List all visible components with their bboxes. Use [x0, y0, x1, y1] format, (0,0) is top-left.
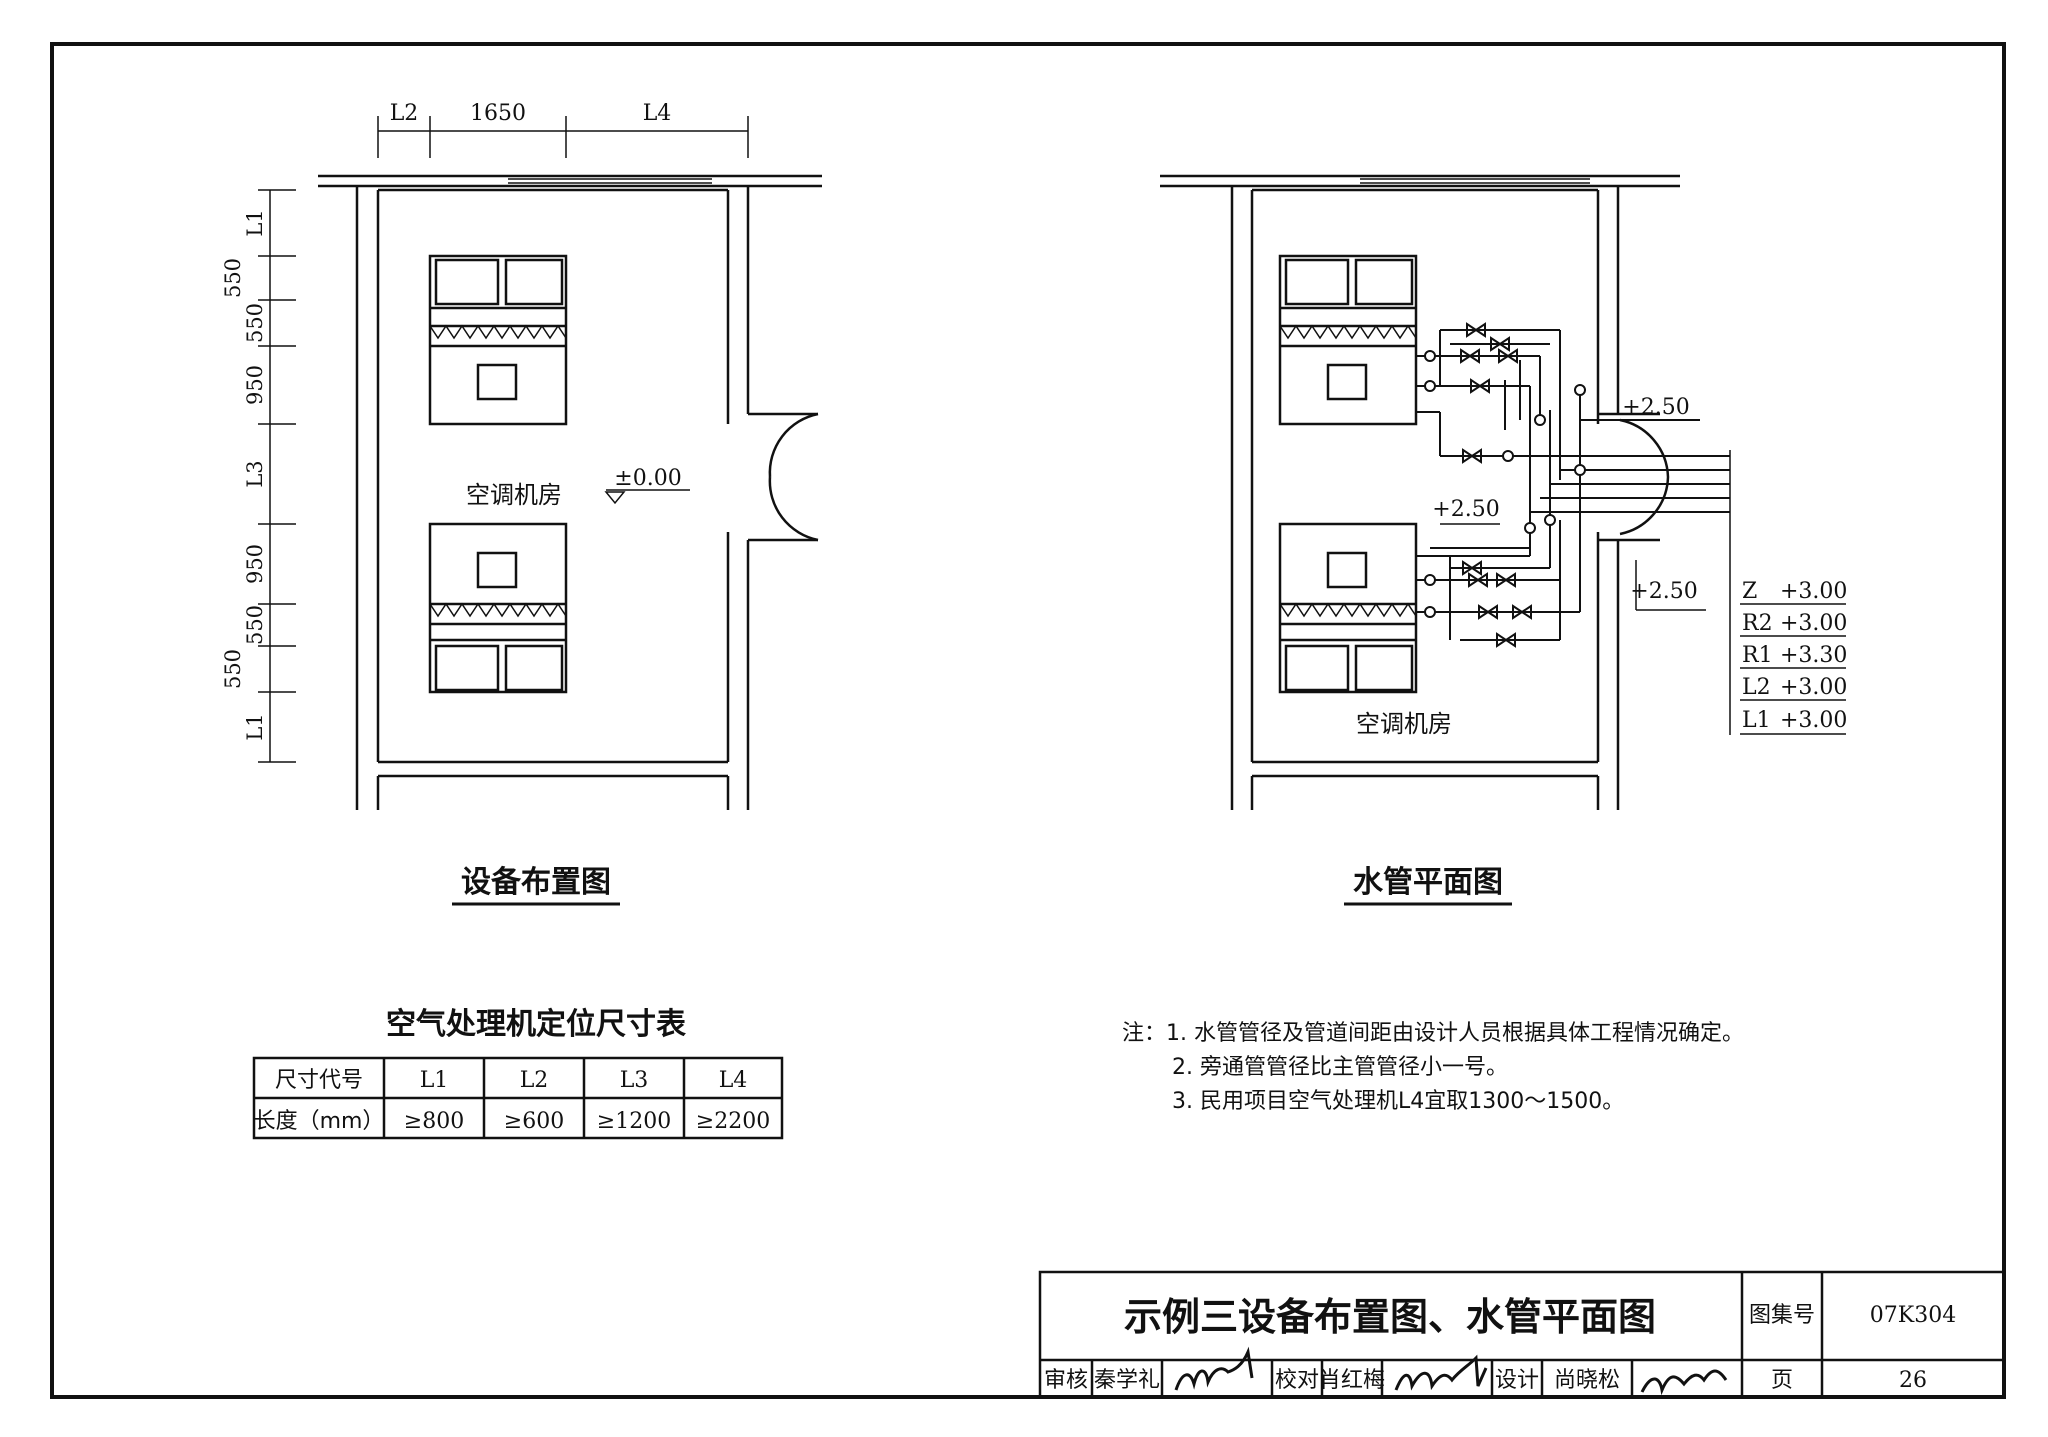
- pipe-name-l1: L1: [1742, 708, 1771, 733]
- table-title: 空气处理机定位尺寸表: [386, 1007, 686, 1042]
- pipe-elev-r1: +3.30: [1780, 643, 1847, 668]
- checker-name: 肖红梅: [1319, 1368, 1385, 1393]
- sheet-border: [50, 42, 2006, 1399]
- dim-side-9: L1: [243, 713, 267, 740]
- room-label-right: 空调机房: [1356, 710, 1452, 738]
- table-row-label: 长度（mm）: [254, 1109, 385, 1134]
- table-cell-l1: ≥800: [404, 1109, 464, 1134]
- pipe-elev-r2: +3.00: [1780, 611, 1847, 636]
- elevation-label-left: ±0.00: [614, 466, 681, 491]
- table-cell-l4: ≥2200: [696, 1109, 770, 1134]
- side-dimensions: L1 550 550 950 L3 950 550 550 L1: [221, 209, 267, 740]
- designer-signature: [1640, 1369, 1728, 1396]
- note-3: 3. 民用项目空气处理机L4宜取1300～1500。: [1172, 1089, 1624, 1114]
- reviewer-name: 秦学礼: [1094, 1368, 1160, 1393]
- table-header-l3: L3: [620, 1068, 649, 1093]
- pipe-elev-l2: +3.00: [1780, 675, 1847, 700]
- atlas-label: 图集号: [1749, 1303, 1815, 1328]
- pipe-elev-l1: +3.00: [1780, 708, 1847, 733]
- pipe-name-r1: R1: [1742, 643, 1773, 668]
- table-cell-l2: ≥600: [504, 1109, 564, 1134]
- dim-top-3: L4: [643, 101, 672, 126]
- pipe-plan-title: 水管平面图: [1353, 865, 1503, 900]
- table-header-l2: L2: [520, 1068, 549, 1093]
- pipe-name-z: Z: [1742, 579, 1757, 604]
- dim-side-1: L1: [243, 209, 267, 236]
- table-header-l4: L4: [719, 1068, 748, 1093]
- layout-plan-title: 设备布置图: [461, 865, 611, 900]
- top-dimensions: L2 1650 L4: [390, 101, 672, 126]
- dim-side-4: 950: [243, 365, 267, 405]
- table-header-l1: L1: [420, 1068, 449, 1093]
- page-label: 页: [1771, 1368, 1793, 1393]
- designer-name: 尚晓松: [1554, 1368, 1620, 1393]
- dim-top-2: 1650: [470, 101, 526, 126]
- reviewer-signature: [1174, 1346, 1254, 1391]
- atlas-number: 07K304: [1870, 1303, 1956, 1328]
- positioning-table: [252, 1056, 784, 1140]
- equipment-layout-plan: [258, 116, 822, 810]
- elevation-label-1: +2.50: [1622, 395, 1689, 420]
- note-2: 2. 旁通管管径比主管管径小一号。: [1172, 1055, 1508, 1080]
- pipe-legend: Z +3.00 R2 +3.00 R1 +3.30 L2 +3.00 L1 +3…: [1742, 579, 1847, 733]
- pipe-elev-z: +3.00: [1780, 579, 1847, 604]
- dim-side-3: 550: [243, 303, 267, 343]
- dim-side-8: 550: [221, 649, 245, 689]
- drawing-title: 示例三设备布置图、水管平面图: [1124, 1295, 1656, 1339]
- room-label-left: 空调机房: [466, 481, 562, 509]
- elevation-label-2: +2.50: [1432, 497, 1499, 522]
- water-pipe-plan: [1160, 174, 1846, 810]
- title-block: [1038, 1270, 2006, 1399]
- pipe-name-r2: R2: [1742, 611, 1773, 636]
- design-label: 设计: [1495, 1368, 1539, 1393]
- review-label: 审核: [1044, 1368, 1088, 1393]
- elevation-label-3: +2.50: [1630, 579, 1697, 604]
- checker-signature: [1394, 1354, 1488, 1391]
- dim-top-1: L2: [390, 101, 419, 126]
- page-number: 26: [1899, 1368, 1927, 1393]
- pipe-name-l2: L2: [1742, 675, 1771, 700]
- table-header-code: 尺寸代号: [275, 1068, 363, 1093]
- notes: 注：1. 水管管径及管道间距由设计人员根据具体工程情况确定。 2. 旁通管管径比…: [1122, 1021, 1744, 1114]
- check-label: 校对: [1275, 1368, 1319, 1393]
- dim-side-6: 950: [243, 544, 267, 584]
- note-1: 注：1. 水管管径及管道间距由设计人员根据具体工程情况确定。: [1122, 1021, 1744, 1046]
- dim-side-5: L3: [243, 460, 267, 487]
- dim-side-2: 550: [221, 258, 245, 298]
- table-cell-l3: ≥1200: [597, 1109, 671, 1134]
- dim-side-7: 550: [243, 605, 267, 645]
